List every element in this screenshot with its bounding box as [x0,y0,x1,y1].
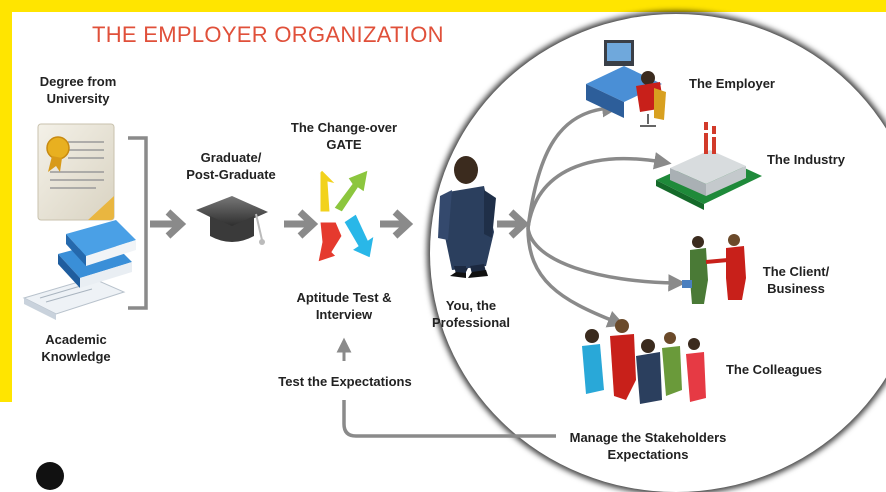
graduation-cap-icon [196,196,268,245]
professional-person-icon [438,156,496,278]
arrow-to-gate [284,209,319,239]
degree-label: Degree from University [39,74,117,106]
client-business-label: The Client/ Business [762,264,830,296]
test-expectations-label: Test the Expectations [278,374,412,389]
arrow-to-professional [380,209,414,239]
manage-stakeholders-label: Manage the Stakeholders Expectations [569,430,727,462]
diagram-graphics [22,40,762,438]
industry-factory-icon [656,122,762,210]
gate-label: The Change-over GATE [290,120,398,152]
curve-arrow-industry [526,152,672,229]
arrow-to-graduate [150,209,187,239]
books-icon [22,220,136,320]
colleagues-label: The Colleagues [725,362,823,377]
yellow-frame-left [0,0,12,402]
arrow-to-stakeholders [497,209,530,239]
client-handshake-icon [682,234,746,304]
certificate-icon [37,123,115,221]
professional-label: You, the Professional [431,298,511,330]
feedback-line [342,400,556,438]
employer-label: The Employer [689,76,775,91]
yellow-frame-top [0,0,886,12]
input-bracket [128,136,148,310]
gate-arrows-icon [309,169,375,263]
colleagues-group-icon [582,319,706,404]
academic-knowledge-label: Academic Knowledge [41,332,111,364]
curve-arrow-client [526,227,686,292]
industry-label: The Industry [766,152,845,167]
page-title: THE EMPLOYER ORGANIZATION [92,22,444,47]
curve-arrow-employer [526,99,620,229]
graduate-label: Graduate/ Post-Graduate [186,150,276,182]
aptitude-label: Aptitude Test & Interview [296,290,392,322]
employer-desk-icon [586,40,666,127]
logo-badge [36,462,64,490]
curve-arrow-colleagues [526,227,626,328]
